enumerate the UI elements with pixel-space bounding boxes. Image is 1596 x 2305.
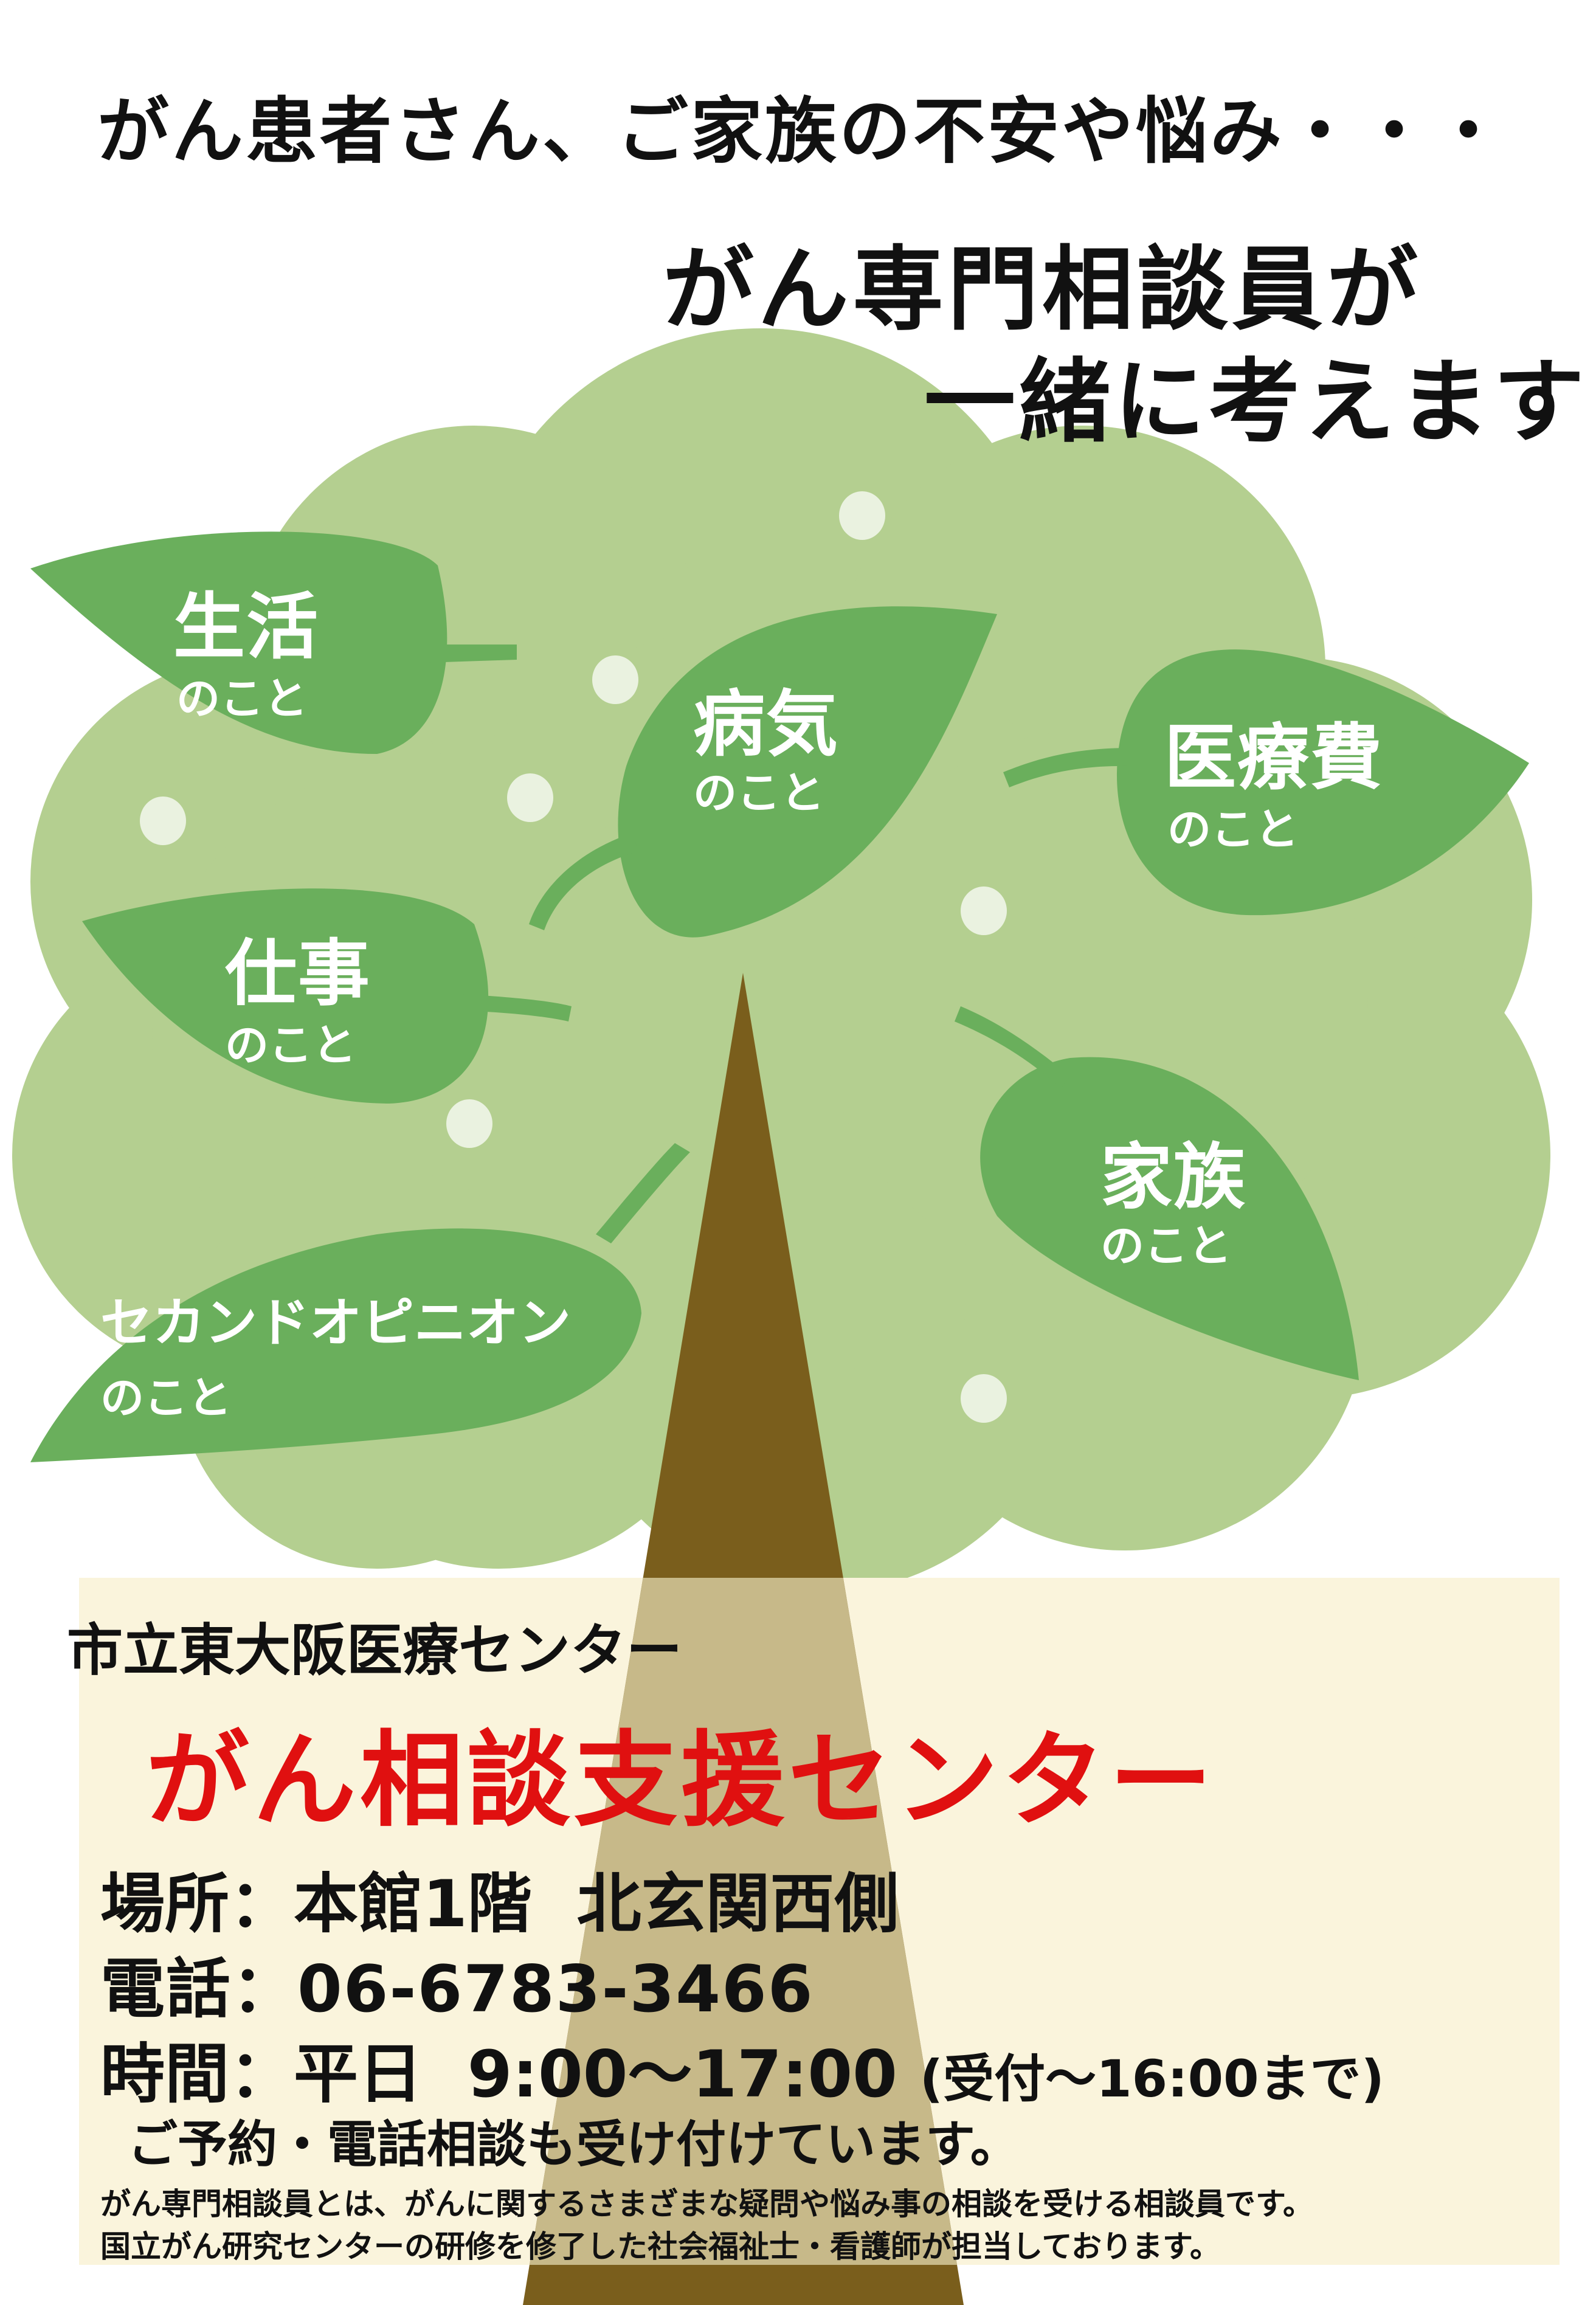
- phone-line: 電話：06-6783-3466: [100, 1937, 814, 2030]
- leaf-life: [30, 531, 517, 754]
- leaf-illness-sub: のこと: [693, 767, 825, 818]
- leaf-work-label: 仕事: [225, 931, 371, 1015]
- leaf-second-opinion: [30, 1143, 690, 1462]
- leaf-family-sub: のこと: [1100, 1220, 1232, 1271]
- center-name: がん相談支援センター: [146, 1721, 1217, 1841]
- headline-think-together: 一緒に考えます: [924, 350, 1589, 455]
- headline-counselor: がん専門相談員が: [663, 237, 1422, 343]
- leaf-second-opinion-label: セカンドオピニオン: [100, 1293, 571, 1353]
- leaf-family: [955, 1006, 1359, 1380]
- phone-number: 06-6783-3466: [297, 1952, 814, 2027]
- footnote-staff: 国立がん研究センターの研修を修了した社会福祉士・看護師が担当しております。: [100, 2229, 1220, 2264]
- leaf-work: [82, 888, 572, 1104]
- leaf-work-sub: のこと: [225, 1020, 357, 1071]
- canopy-dots: [140, 491, 1007, 1423]
- leaf-medical-cost-label: 医療費: [1164, 716, 1384, 800]
- leaf-illness-label: 病気: [693, 682, 840, 766]
- headline-worries: がん患者さん、ご家族の不安や悩み・・・: [97, 89, 1507, 173]
- phone-label: 電話：: [100, 1952, 297, 2027]
- reservation-note: ご予約・電話相談も受け付けています。: [128, 2116, 1020, 2174]
- location-label: 場所：: [100, 1867, 294, 1941]
- leaf-life-sub: のこと: [176, 673, 308, 724]
- footnote-counselor-definition: がん専門相談員とは、がんに関するさまざまな疑問や悩み事の相談を受ける相談員です。: [100, 2186, 1313, 2222]
- leaf-second-opinion-sub: のこと: [100, 1372, 232, 1423]
- leaf-medical-cost-sub: のこと: [1167, 804, 1299, 855]
- hours-label: 時間：: [100, 2037, 294, 2112]
- hospital-name: 市立東大阪医療センター: [67, 1618, 683, 1683]
- location-line: 場所：本館1階 北玄関西側: [100, 1851, 899, 1945]
- leaf-family-label: 家族: [1100, 1135, 1247, 1219]
- hours-line: 時間：平日 9:00～17:00 (受付～16:00まで): [100, 2022, 1384, 2115]
- tree-trunk-faded: [529, 1578, 958, 2265]
- leaf-life-label: 生活: [173, 585, 320, 669]
- leaf-medical-cost: [1003, 649, 1529, 916]
- leaf-illness: [529, 606, 997, 938]
- hours-value: 平日 9:00～17:00: [294, 2037, 897, 2112]
- hours-note: (受付～16:00まで): [919, 2049, 1384, 2109]
- location-value: 本館1階 北玄関西側: [294, 1867, 899, 1941]
